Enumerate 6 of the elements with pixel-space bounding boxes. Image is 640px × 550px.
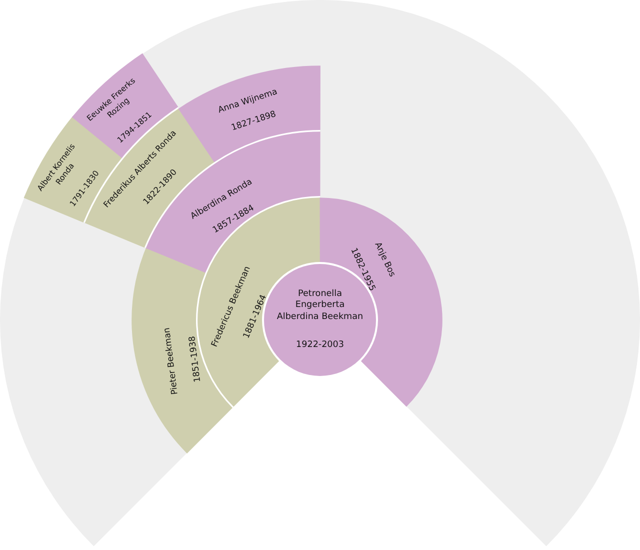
person-name: Anje Bos — [372, 240, 397, 278]
person-name: Pieter Beekman — [162, 327, 182, 396]
person-name: Petronella Engerberta Alberdina Beekman — [276, 288, 364, 324]
life-dates: 1851-1938 — [187, 334, 204, 382]
life-dates: 1922-2003 — [296, 340, 344, 352]
ancestor-sector — [178, 65, 320, 163]
